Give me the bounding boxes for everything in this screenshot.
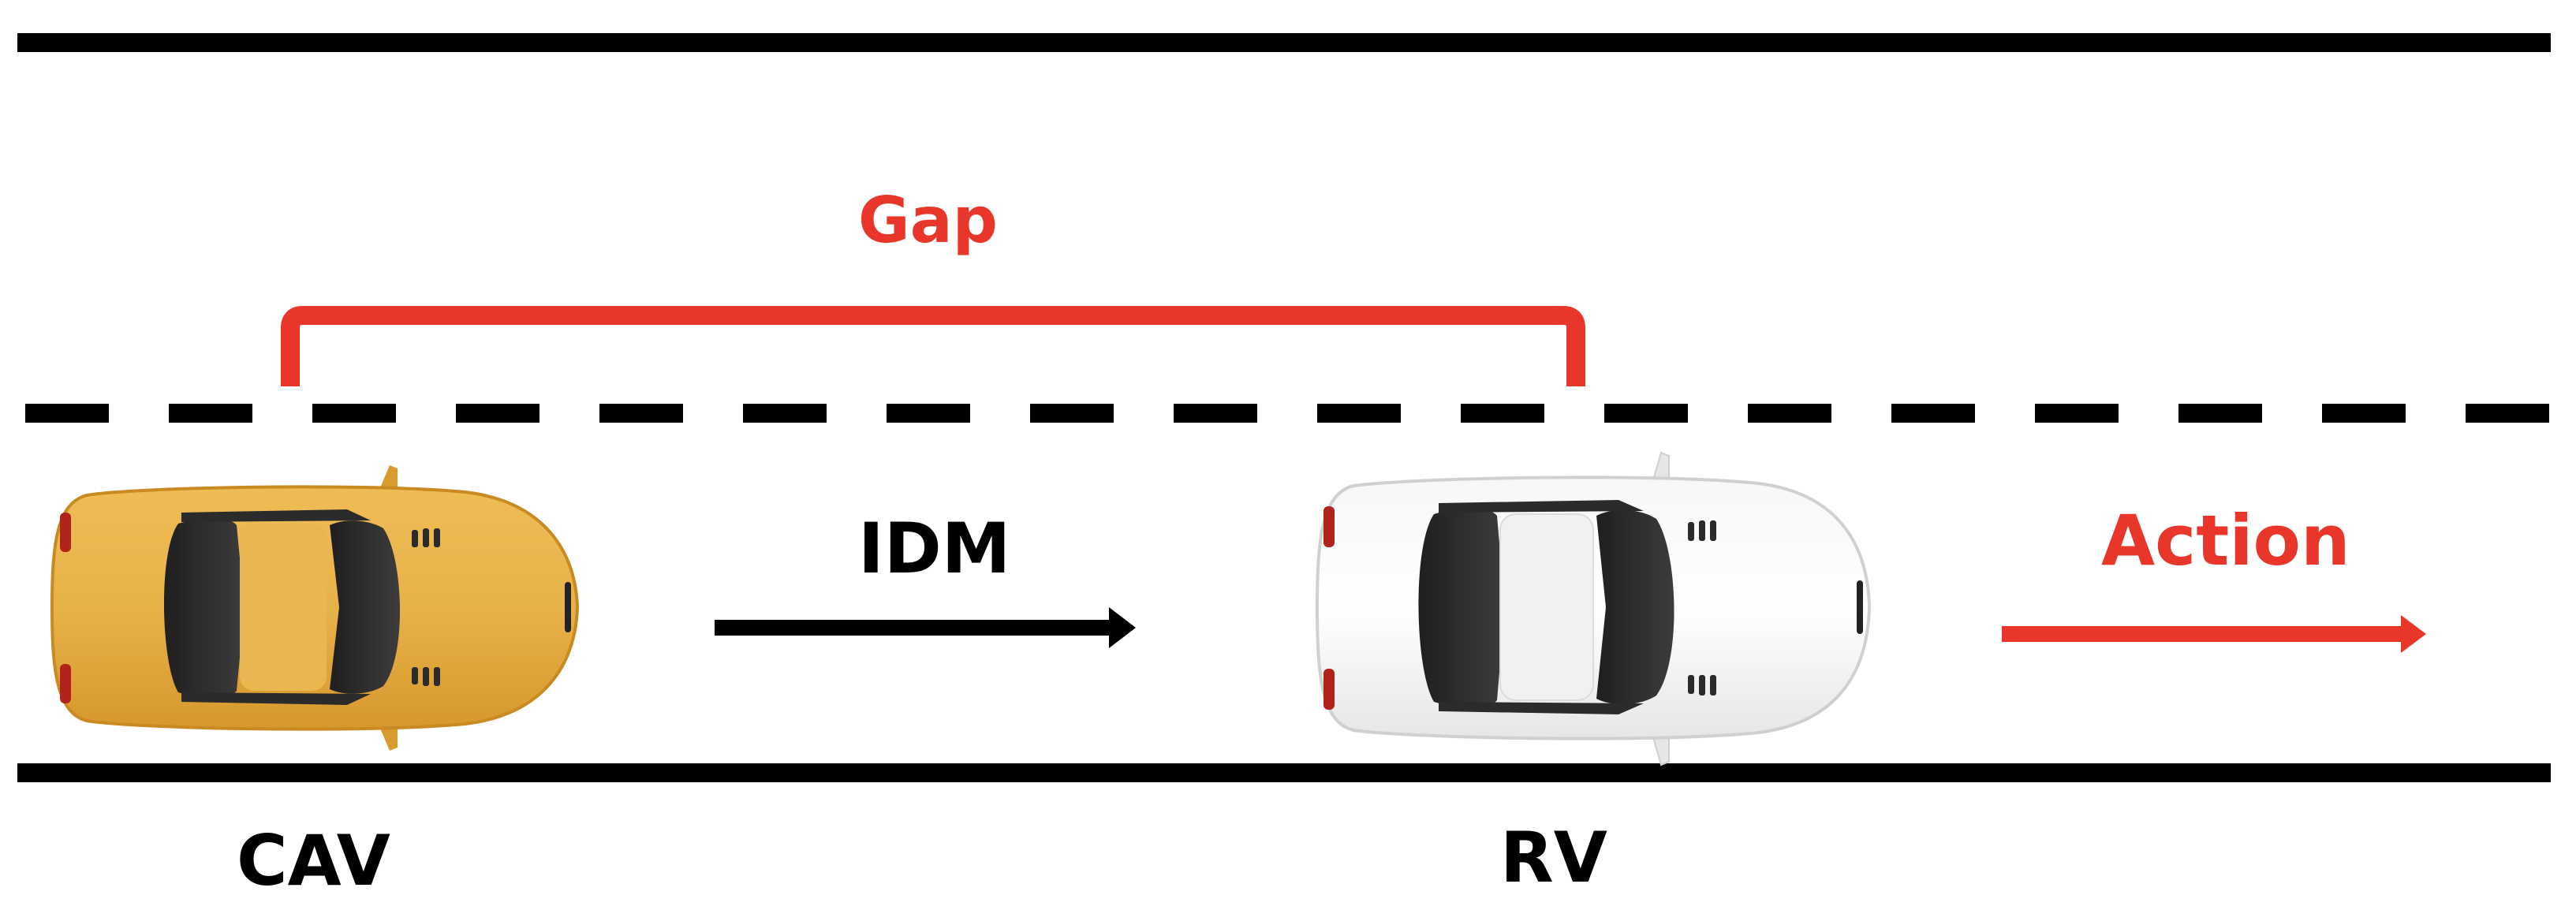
white-car-top-view-icon	[1315, 451, 1872, 766]
action-label: Action	[2101, 500, 2350, 581]
gap-bracket	[281, 306, 1585, 386]
idm-arrow-icon	[715, 607, 1136, 648]
gap-label: Gap	[858, 184, 998, 257]
rv-label: RV	[1500, 817, 1607, 898]
idm-label: IDM	[858, 508, 1011, 589]
action-arrow-icon	[2002, 615, 2426, 653]
yellow-car-top-view-icon	[50, 465, 580, 751]
cav-label: CAV	[237, 820, 390, 901]
